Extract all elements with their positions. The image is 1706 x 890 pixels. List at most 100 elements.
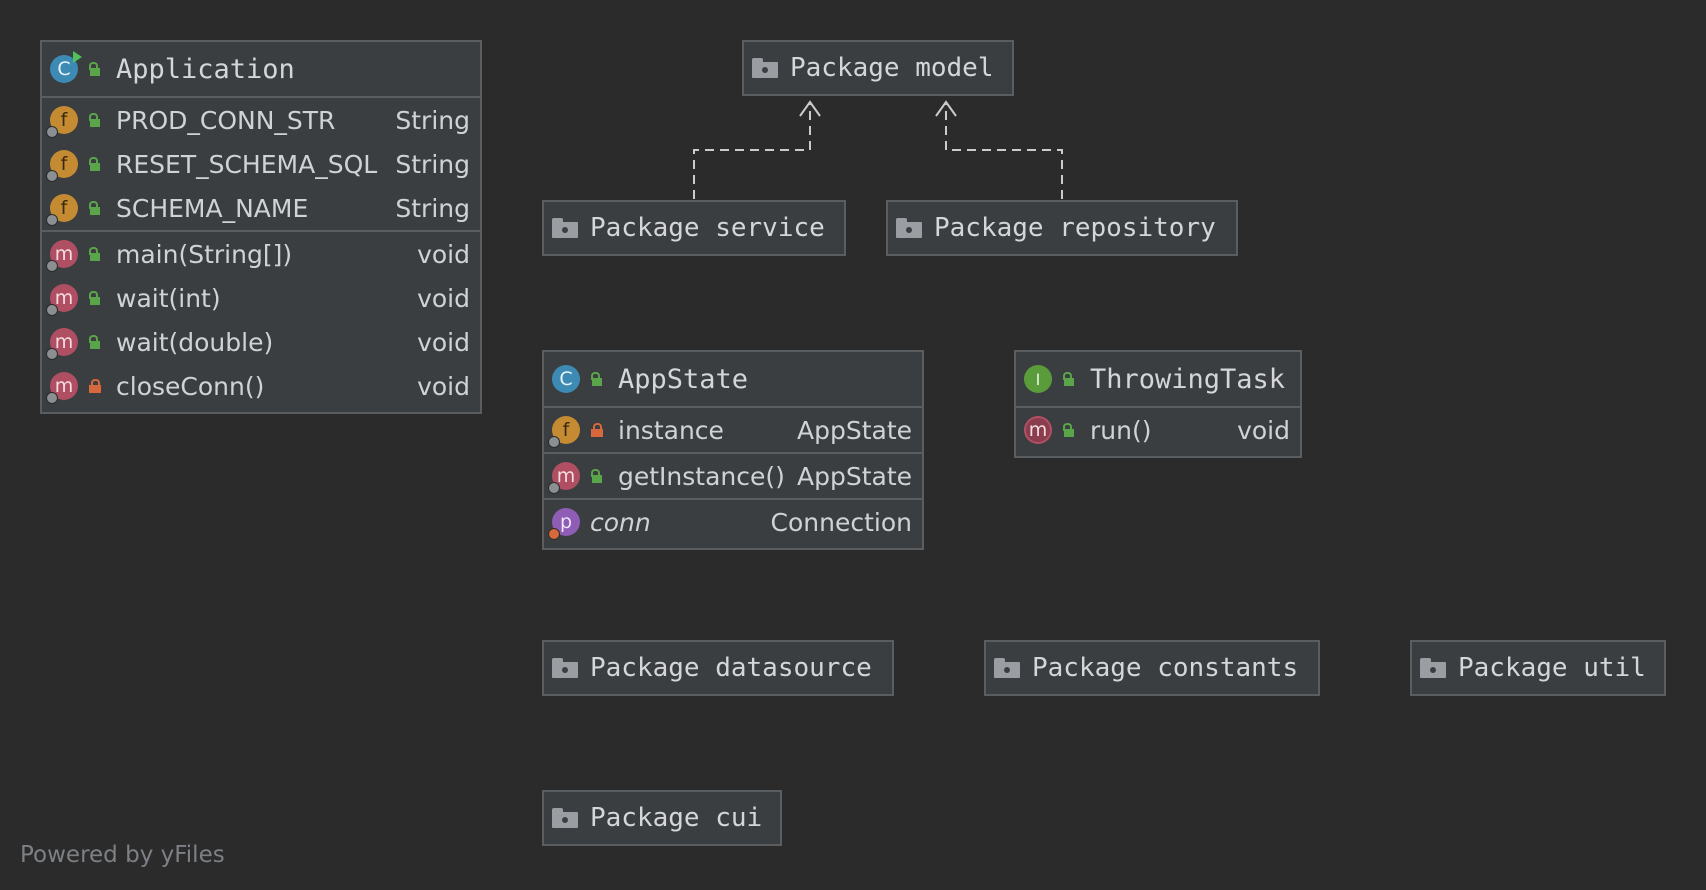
class-icon: C	[552, 365, 580, 393]
package-label: Package constants	[1032, 653, 1299, 683]
folder-icon	[994, 658, 1020, 678]
method-icon: m	[46, 372, 78, 404]
public-icon	[1062, 372, 1076, 386]
field-name: PROD_CONN_STR	[116, 105, 336, 135]
public-icon	[1062, 423, 1076, 437]
folder-icon	[1420, 658, 1446, 678]
package-datasource[interactable]: Package datasource	[542, 640, 894, 696]
method-icon: m	[46, 240, 78, 272]
method-type: void	[417, 283, 470, 313]
arrowhead-service-model	[799, 100, 821, 117]
property-row[interactable]: p conn Connection	[544, 500, 922, 544]
class-title: Application	[116, 53, 295, 85]
method-row[interactable]: m run() void	[1016, 408, 1300, 452]
methods-section: m main(String[]) void m wait(int) void m…	[42, 232, 480, 408]
method-name: run()	[1090, 415, 1152, 445]
method-name: wait(double)	[116, 327, 274, 357]
method-icon: m	[46, 284, 78, 316]
public-icon	[88, 201, 102, 215]
method-row[interactable]: m main(String[]) void	[42, 232, 480, 276]
field-icon: f	[46, 150, 78, 182]
class-icon: C	[50, 51, 82, 83]
fields-section: f PROD_CONN_STR String f RESET_SCHEMA_SQ…	[42, 98, 480, 232]
field-row[interactable]: f PROD_CONN_STR String	[42, 98, 480, 142]
powered-by-footer: Powered by yFiles	[20, 842, 225, 868]
field-type: AppState	[796, 415, 912, 445]
field-row[interactable]: f instance AppState	[544, 408, 922, 452]
public-icon	[88, 291, 102, 305]
class-title: AppState	[618, 363, 749, 395]
class-application[interactable]: C Application f PROD_CONN_STR String f R…	[40, 40, 482, 414]
folder-icon	[896, 218, 922, 238]
method-name: wait(int)	[116, 283, 221, 313]
package-label: Package cui	[590, 803, 763, 833]
property-icon: p	[548, 508, 580, 540]
method-row[interactable]: m getInstance() AppState	[544, 454, 922, 498]
package-label: Package model	[790, 53, 994, 83]
folder-icon	[552, 658, 578, 678]
field-name: instance	[618, 415, 724, 445]
method-row[interactable]: m wait(int) void	[42, 276, 480, 320]
property-name: conn	[590, 507, 651, 537]
package-cui[interactable]: Package cui	[542, 790, 782, 846]
method-row[interactable]: m wait(double) void	[42, 320, 480, 364]
method-icon: m	[46, 328, 78, 360]
methods-section: m run() void	[1016, 408, 1300, 452]
fields-section: f instance AppState	[544, 408, 922, 454]
class-title: ThrowingTask	[1090, 363, 1286, 395]
folder-icon	[552, 218, 578, 238]
field-icon: f	[46, 194, 78, 226]
public-icon	[590, 372, 604, 386]
abstract-method-icon: m	[1024, 416, 1052, 444]
field-type: String	[395, 149, 470, 179]
package-model[interactable]: Package model	[742, 40, 1014, 96]
package-service[interactable]: Package service	[542, 200, 846, 256]
package-util[interactable]: Package util	[1410, 640, 1666, 696]
properties-section: p conn Connection	[544, 500, 922, 544]
class-appstate[interactable]: C AppState f instance AppState m getInst…	[542, 350, 924, 550]
field-icon: f	[46, 106, 78, 138]
method-type: void	[1237, 415, 1290, 445]
arrowhead-repository-model	[935, 100, 957, 117]
package-repository[interactable]: Package repository	[886, 200, 1238, 256]
interface-throwingtask[interactable]: I ThrowingTask m run() void	[1014, 350, 1302, 458]
method-icon: m	[548, 462, 580, 494]
method-type: AppState	[796, 461, 912, 491]
field-type: String	[395, 105, 470, 135]
method-row[interactable]: m closeConn() void	[42, 364, 480, 408]
package-label: Package service	[590, 213, 825, 243]
method-type: void	[417, 371, 470, 401]
method-name: main(String[])	[116, 239, 293, 269]
class-header: C AppState	[544, 352, 922, 408]
package-label: Package repository	[934, 213, 1216, 243]
package-constants[interactable]: Package constants	[984, 640, 1320, 696]
methods-section: m getInstance() AppState	[544, 454, 922, 500]
private-icon	[88, 379, 102, 393]
runnable-icon	[73, 51, 82, 63]
field-name: RESET_SCHEMA_SQL	[116, 149, 378, 179]
package-label: Package util	[1458, 653, 1646, 683]
folder-icon	[552, 808, 578, 828]
class-header: C Application	[42, 42, 480, 98]
folder-icon	[752, 58, 778, 78]
property-type: Connection	[770, 507, 912, 537]
field-row[interactable]: f RESET_SCHEMA_SQL String	[42, 142, 480, 186]
field-type: String	[395, 193, 470, 223]
class-header: I ThrowingTask	[1016, 352, 1300, 408]
method-name: getInstance()	[618, 461, 785, 491]
public-icon	[88, 113, 102, 127]
public-icon	[88, 62, 102, 76]
private-icon	[590, 423, 604, 437]
public-icon	[88, 335, 102, 349]
edge-service-to-model	[693, 104, 811, 199]
edge-repository-to-model	[945, 104, 1063, 199]
field-icon: f	[548, 416, 580, 448]
public-icon	[88, 157, 102, 171]
field-name: SCHEMA_NAME	[116, 193, 309, 223]
method-name: closeConn()	[116, 371, 265, 401]
package-label: Package datasource	[590, 653, 872, 683]
public-icon	[88, 247, 102, 261]
field-row[interactable]: f SCHEMA_NAME String	[42, 186, 480, 230]
public-icon	[590, 469, 604, 483]
